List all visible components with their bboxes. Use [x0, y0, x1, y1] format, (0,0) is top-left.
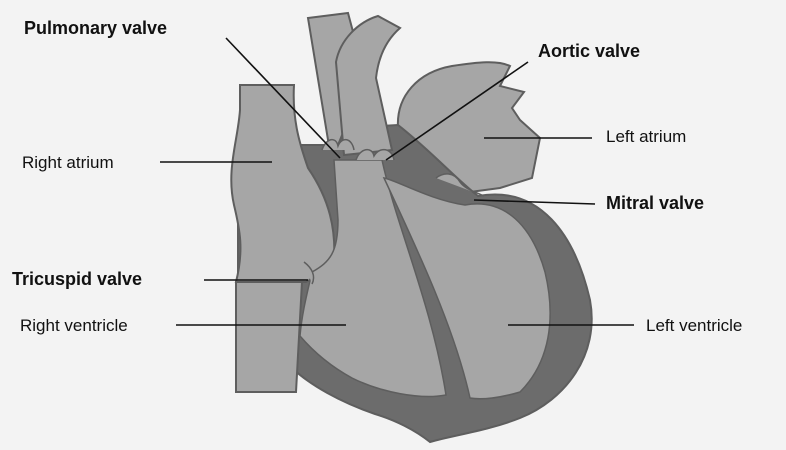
- label-right-atrium: Right atrium: [22, 154, 114, 171]
- label-mitral-valve: Mitral valve: [606, 194, 704, 212]
- label-left-atrium: Left atrium: [606, 128, 686, 145]
- label-pulmonary-valve: Pulmonary valve: [24, 19, 167, 37]
- vena-cava: [236, 282, 302, 392]
- label-tricuspid-valve: Tricuspid valve: [12, 270, 142, 288]
- label-right-ventricle: Right ventricle: [20, 317, 128, 334]
- label-aortic-valve: Aortic valve: [538, 42, 640, 60]
- label-left-ventricle: Left ventricle: [646, 317, 742, 334]
